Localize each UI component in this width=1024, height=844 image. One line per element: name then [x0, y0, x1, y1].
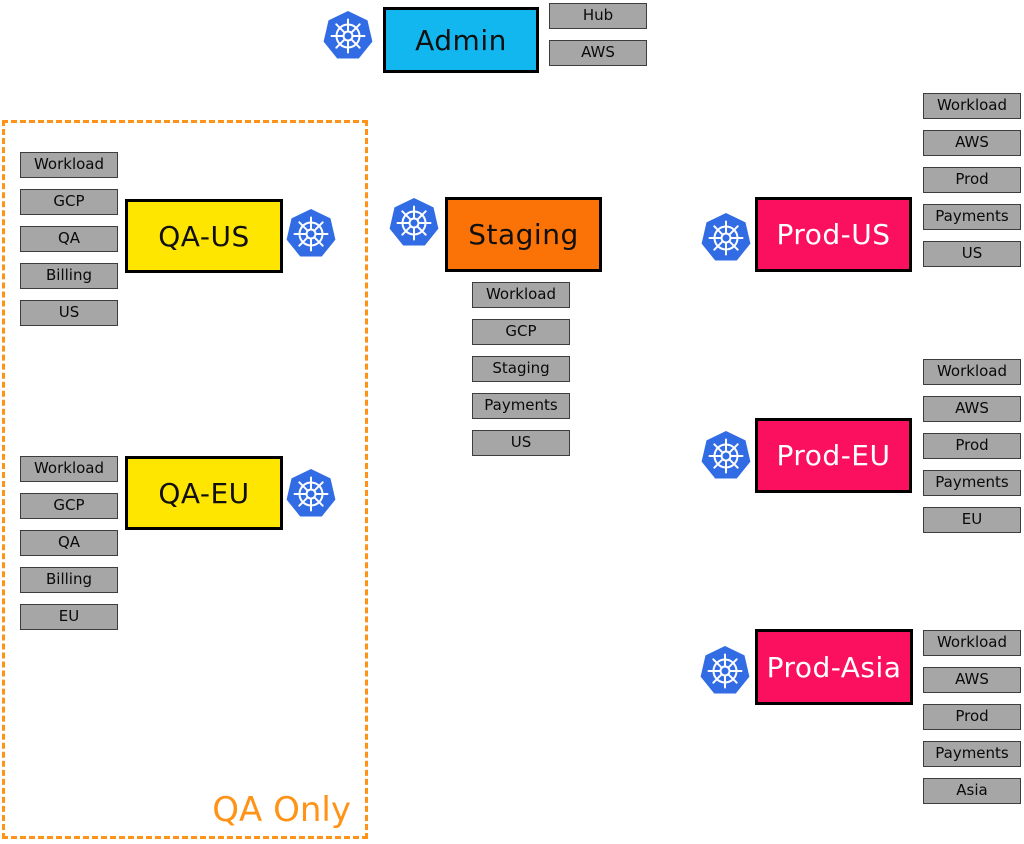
cluster-node-qa-eu: QA-EU — [125, 456, 283, 530]
cluster-tag: Prod — [923, 167, 1021, 193]
cluster-tag: Workload — [923, 630, 1021, 656]
cluster-node-qa-us: QA-US — [125, 199, 283, 273]
cluster-tag: Prod — [923, 704, 1021, 730]
kubernetes-icon — [285, 207, 337, 259]
cluster-node-prod-us: Prod-US — [755, 197, 912, 272]
cluster-tag: Asia — [923, 778, 1021, 804]
kubernetes-icon — [322, 9, 374, 61]
cluster-tag: Staging — [472, 356, 570, 382]
kubernetes-icon — [700, 211, 752, 263]
cluster-tag: US — [20, 300, 118, 326]
cluster-tag: Workload — [20, 456, 118, 482]
qa-only-zone: QA Only — [2, 120, 368, 839]
cluster-node-prod-asia: Prod-Asia — [755, 629, 913, 705]
cluster-tag: Payments — [923, 470, 1021, 496]
cluster-node-admin: Admin — [383, 7, 539, 73]
qa-eu-tag-column: Workload GCP QA Billing EU — [20, 456, 118, 630]
cluster-tag: Prod — [923, 433, 1021, 459]
kubernetes-icon — [285, 467, 337, 519]
cluster-node-prod-eu: Prod-EU — [755, 418, 912, 493]
prod-eu-tag-column: Workload AWS Prod Payments EU — [923, 359, 1021, 533]
staging-tag-column: Workload GCP Staging Payments US — [472, 282, 570, 456]
cluster-tag: GCP — [20, 493, 118, 519]
cluster-tag: US — [472, 430, 570, 456]
cluster-label: Prod-Asia — [766, 650, 902, 684]
cluster-label: Staging — [468, 218, 579, 251]
cluster-tag: Billing — [20, 263, 118, 289]
kubernetes-icon — [388, 196, 440, 248]
cluster-tag: GCP — [472, 319, 570, 345]
cluster-tag: GCP — [20, 189, 118, 215]
cluster-tag: Workload — [923, 93, 1021, 119]
cluster-label: QA-EU — [158, 476, 250, 510]
cluster-tag: AWS — [923, 130, 1021, 156]
cluster-tag: Payments — [923, 741, 1021, 767]
cluster-label: Prod-US — [776, 218, 891, 251]
prod-asia-tag-column: Workload AWS Prod Payments Asia — [923, 630, 1021, 804]
cluster-label: QA-US — [158, 219, 250, 253]
kubernetes-icon — [699, 644, 751, 696]
cluster-tag: Payments — [923, 204, 1021, 230]
cluster-tag: EU — [923, 507, 1021, 533]
cluster-tag: QA — [20, 530, 118, 556]
cluster-tag: AWS — [549, 40, 647, 66]
kubernetes-icon — [700, 429, 752, 481]
admin-tag-column: Hub AWS — [549, 3, 647, 66]
cluster-label: Prod-EU — [776, 439, 891, 472]
cluster-label: Admin — [415, 23, 507, 57]
cluster-tag: AWS — [923, 396, 1021, 422]
cluster-tag: Payments — [472, 393, 570, 419]
cluster-tag: Workload — [472, 282, 570, 308]
cluster-tag: US — [923, 241, 1021, 267]
cluster-tag: EU — [20, 604, 118, 630]
cluster-tag: Workload — [20, 152, 118, 178]
prod-us-tag-column: Workload AWS Prod Payments US — [923, 93, 1021, 267]
cluster-tag: Billing — [20, 567, 118, 593]
cluster-tag: AWS — [923, 667, 1021, 693]
qa-us-tag-column: Workload GCP QA Billing US — [20, 152, 118, 326]
cluster-tag: Workload — [923, 359, 1021, 385]
cluster-tag: Hub — [549, 3, 647, 29]
qa-only-zone-label: QA Only — [212, 790, 351, 830]
cluster-tag: QA — [20, 226, 118, 252]
cluster-node-staging: Staging — [445, 197, 602, 272]
